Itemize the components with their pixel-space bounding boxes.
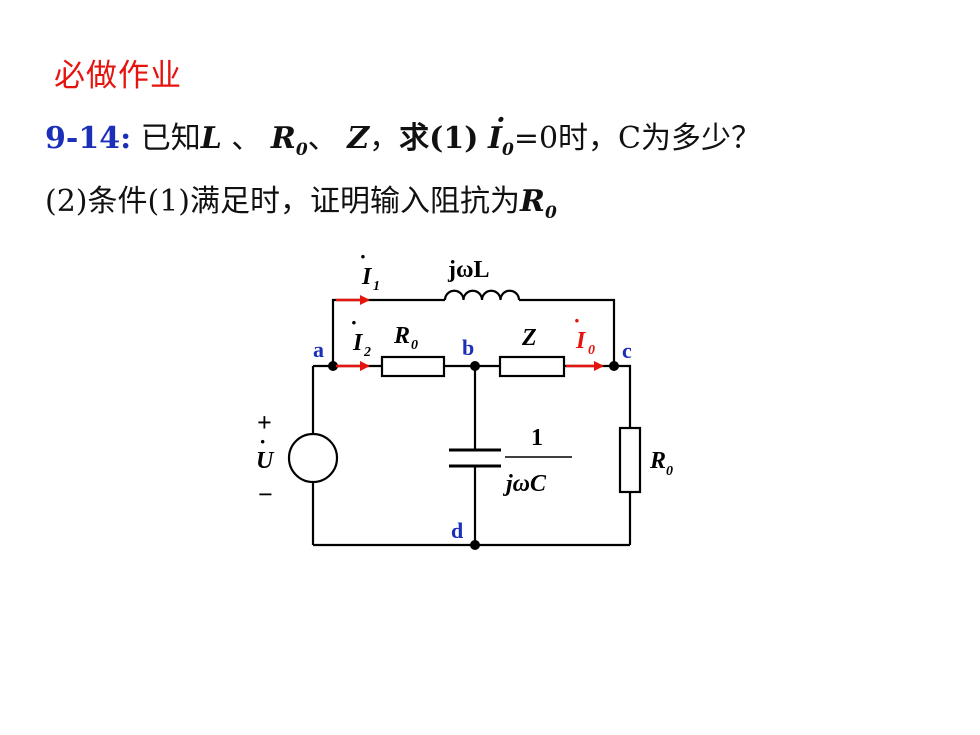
node-a-dot <box>328 361 338 371</box>
impedance-Z <box>498 355 566 378</box>
label-inductor: jωL <box>447 257 490 283</box>
comma: ， <box>369 121 400 156</box>
svg-text:jωC: jωC <box>502 471 547 497</box>
known-text: 已知 <box>140 121 201 156</box>
svg-text:0: 0 <box>411 338 418 353</box>
node-d-dot <box>470 540 480 550</box>
problem-line-1: 9-14: 已知L 、 R0、 Z，求(1) I0=0时，C为多少？ <box>45 113 761 160</box>
node-label-a: a <box>313 337 324 362</box>
capacitor-symbol <box>449 448 501 468</box>
symbol-Z: Z <box>347 121 370 156</box>
svg-text:+: + <box>257 408 272 437</box>
node-b-dot <box>470 361 480 371</box>
ask-condition: =0时，C为多少？ <box>513 121 762 156</box>
separator: 、 <box>307 121 338 156</box>
svg-text:I: I <box>361 264 373 290</box>
ask-part-2: (2)条件(1)满足时，证明输入阻抗为 <box>45 184 520 219</box>
svg-text:·: · <box>360 244 366 269</box>
top-branch-wire <box>331 298 616 366</box>
symbol-I0: I0 <box>488 121 514 160</box>
separator: 、 <box>231 121 262 156</box>
label-I2: I 2 · <box>351 310 371 360</box>
resistor-R0-right <box>618 426 642 494</box>
node-label-d: d <box>451 518 463 543</box>
svg-text:·: · <box>574 308 580 333</box>
svg-text:I: I <box>575 328 587 354</box>
symbol-R0-result: R0 <box>520 184 557 223</box>
svg-text:1: 1 <box>531 425 543 451</box>
svg-text:0: 0 <box>666 464 673 479</box>
label-R0-right: R 0 <box>649 448 673 479</box>
label-I1: I 1 · <box>360 244 380 294</box>
svg-text:U: U <box>256 448 275 474</box>
node-label-b: b <box>462 335 474 360</box>
problem-number: 9-14: <box>45 121 132 156</box>
right-branch-wire <box>614 364 632 545</box>
svg-text:1: 1 <box>373 279 380 294</box>
node-label-c: c <box>622 338 632 363</box>
label-Z: Z <box>521 325 537 351</box>
svg-text:−: − <box>258 480 273 509</box>
svg-text:I: I <box>352 330 364 356</box>
label-source: + U · − <box>256 408 275 509</box>
svg-text:·: · <box>259 429 266 454</box>
symbol-R0: R0 <box>270 121 308 160</box>
label-capacitor: 1 jωC <box>502 425 572 497</box>
svg-text:2: 2 <box>363 345 371 360</box>
inductor-symbol <box>443 289 521 301</box>
heading: 必做作业 <box>54 58 182 94</box>
svg-text:·: · <box>351 310 357 335</box>
resistor-R0-top <box>380 355 446 378</box>
problem-line-2: (2)条件(1)满足时，证明输入阻抗为R0 <box>45 176 557 223</box>
ask-part-1: 求(1) <box>399 121 479 156</box>
node-c-dot <box>609 361 619 371</box>
label-R0-top: R 0 <box>393 323 418 353</box>
svg-text:0: 0 <box>588 343 595 358</box>
voltage-source <box>287 432 339 484</box>
label-I0: I 0 · <box>574 308 595 358</box>
svg-text:R: R <box>649 448 666 474</box>
symbol-L: L <box>200 121 222 156</box>
svg-text:R: R <box>393 323 410 349</box>
